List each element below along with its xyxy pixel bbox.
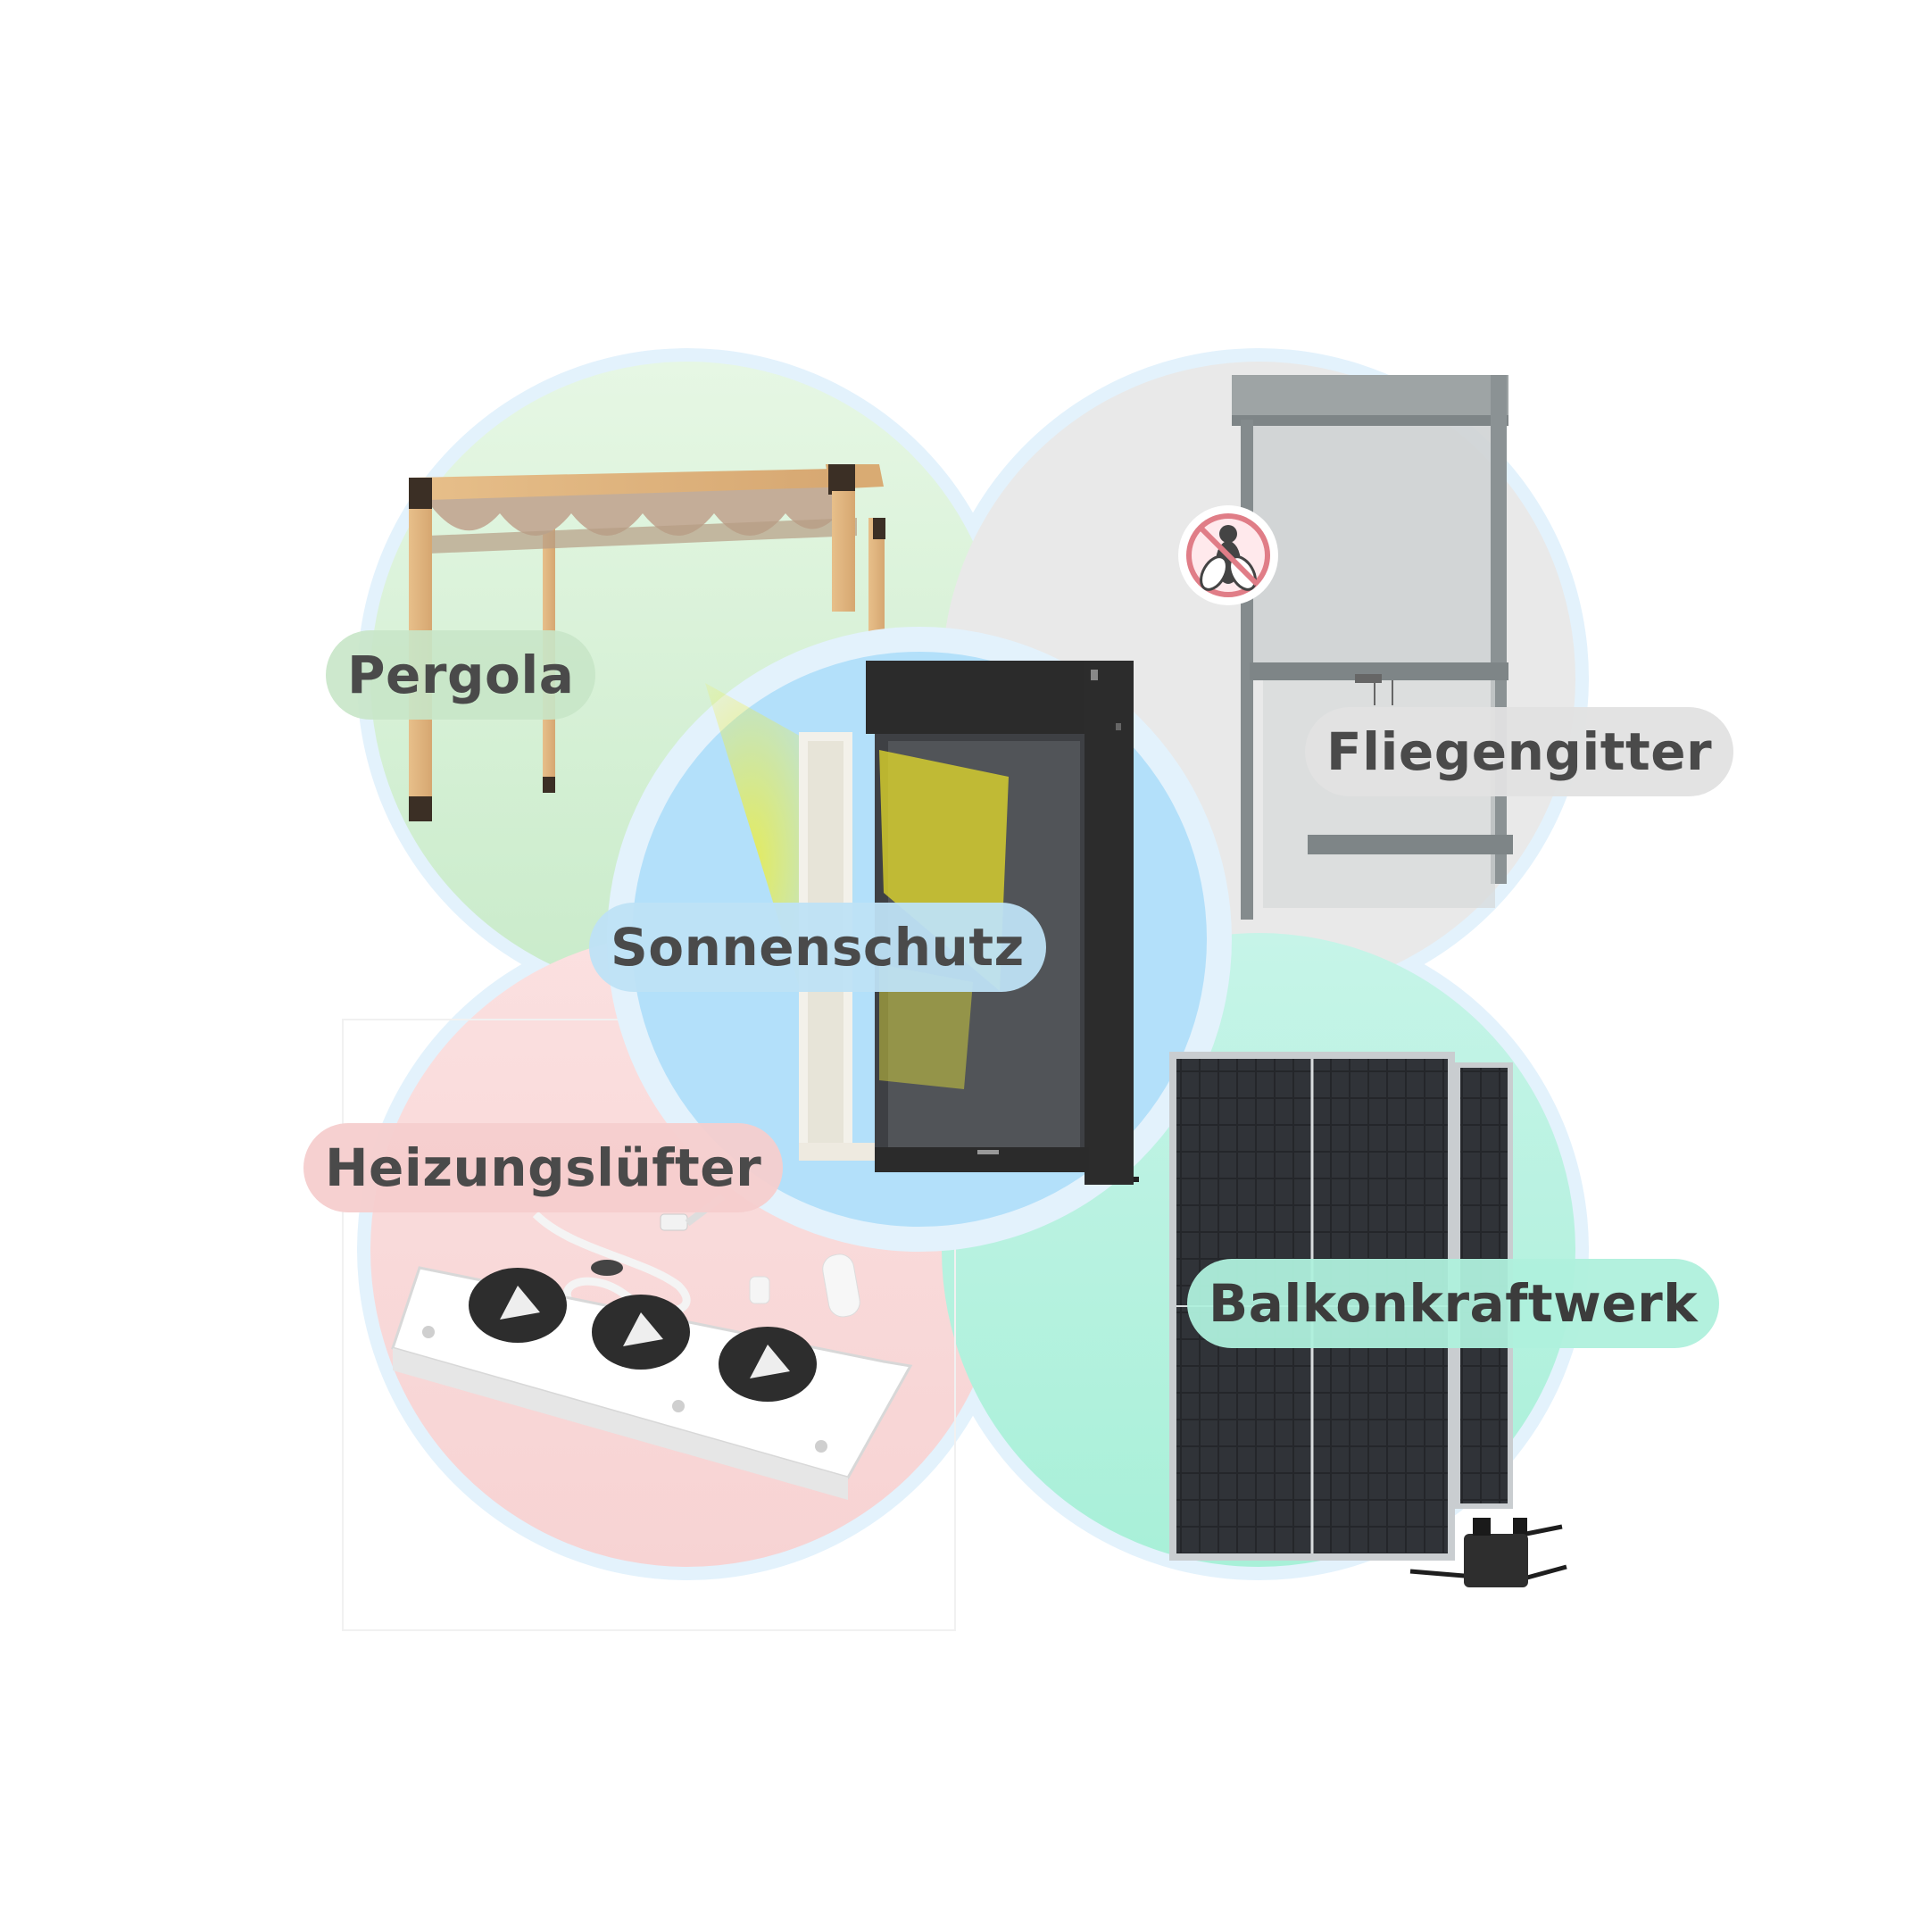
insect-screen-image bbox=[1232, 375, 1513, 920]
label-heizungsluefter: Heizungslüfter bbox=[303, 1123, 784, 1212]
label-sonnenschutz: Sonnenschutz bbox=[589, 903, 1046, 992]
pergola-image bbox=[409, 464, 885, 821]
label-fliegengitter: Fliegengitter bbox=[1305, 707, 1734, 796]
label-balkonkraftwerk: Balkonkraftwerk bbox=[1187, 1259, 1720, 1348]
radiator-fan-image bbox=[391, 1193, 913, 1500]
no-insect-icon bbox=[1178, 505, 1278, 605]
label-pergola: Pergola bbox=[326, 630, 596, 720]
